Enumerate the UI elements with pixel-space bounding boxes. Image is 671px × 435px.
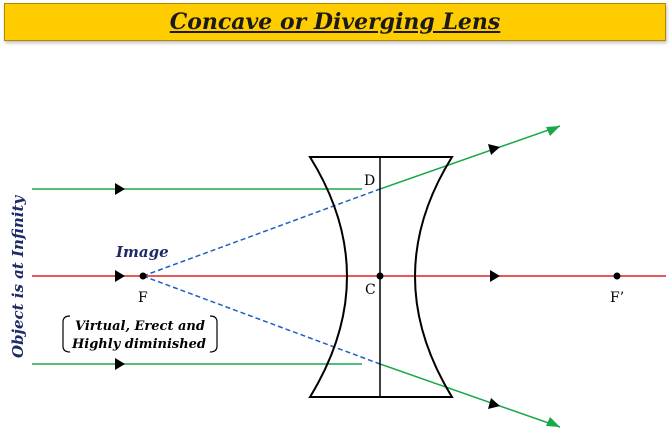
virtual-ray-top	[142, 188, 381, 277]
note-bracket-left	[62, 315, 71, 353]
optical-centre-c	[376, 272, 384, 280]
label-d: D	[364, 173, 375, 189]
direction-arrow	[115, 183, 125, 195]
refracted-ray-top	[379, 125, 561, 190]
direction-arrow	[115, 270, 125, 282]
direction-arrow	[490, 270, 500, 282]
focal-point-f-prime	[613, 272, 621, 280]
refracted-ray-bottom	[379, 363, 561, 428]
direction-arrow	[115, 358, 125, 370]
note-bracket-right	[209, 315, 218, 353]
label-f: F	[138, 290, 148, 306]
title-banner: Concave or Diverging Lens	[4, 3, 666, 41]
direction-arrow	[488, 398, 500, 409]
focal-point-f	[139, 272, 147, 280]
label-f-prime: F’	[610, 290, 624, 306]
note-line-2: Highly diminished	[71, 337, 206, 352]
concave-lens	[308, 156, 454, 398]
note-line-1: Virtual, Erect and	[75, 319, 205, 334]
label-c: C	[365, 282, 376, 298]
direction-arrow	[488, 144, 500, 155]
diagram-title: Concave or Diverging Lens	[169, 9, 501, 35]
virtual-ray-bottom	[142, 275, 381, 365]
ray-end-arrow-top	[546, 126, 560, 136]
image-label: Image	[115, 243, 169, 261]
object-at-infinity-label: Object is at Infinity	[9, 195, 27, 358]
ray-end-arrow-bottom	[546, 417, 560, 427]
